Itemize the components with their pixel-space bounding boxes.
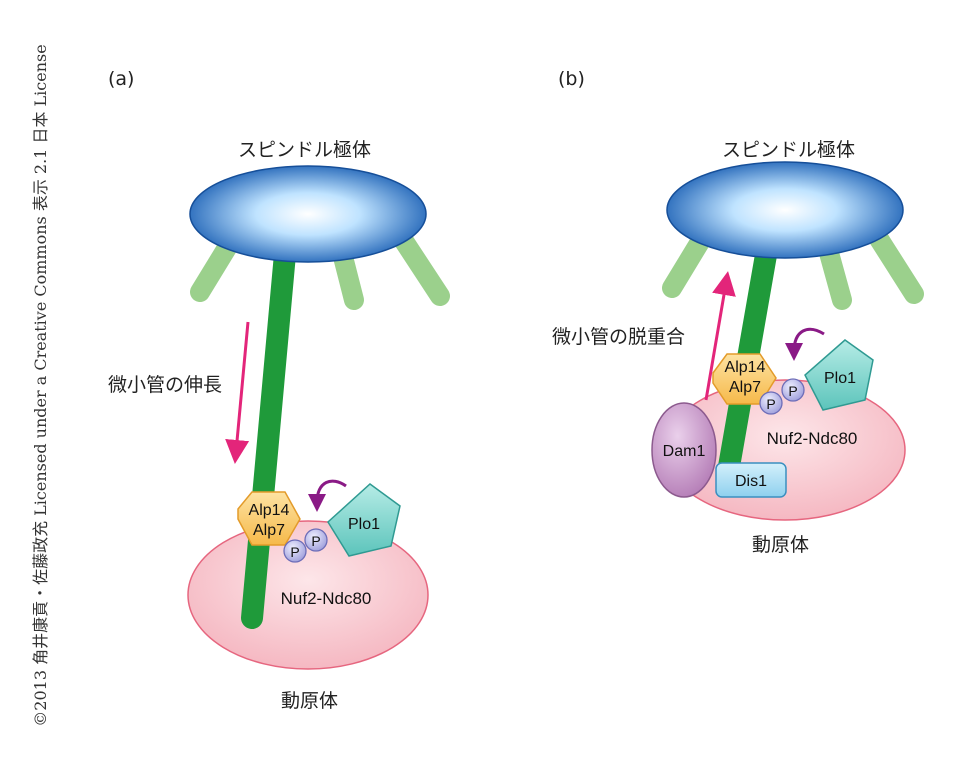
alp7-label: Alp7 — [253, 522, 285, 539]
dis1-label: Dis1 — [735, 473, 767, 490]
polymerization-arrow — [225, 321, 250, 464]
alp14-label: Alp14 — [249, 502, 290, 519]
spindle-pole-label: スピンドル極体 — [722, 139, 856, 161]
astral-microtubule — [388, 222, 450, 306]
phosphate-circle — [283, 539, 307, 563]
phosphate-circle — [781, 378, 805, 402]
dis1-protein — [715, 462, 787, 498]
alp14-label: Alp14 — [725, 359, 766, 376]
microtubule-growth-label: 微小管の伸長 — [108, 374, 223, 396]
phosphorylation-arrow — [308, 479, 347, 512]
dam1-protein — [651, 402, 717, 498]
ndc80-label: Nuf2-Ndc80 — [767, 429, 858, 448]
panel-b: Dam1 Dis1 Plo1 Alp14 Alp7 P P Nuf2-Ndc80 — [651, 161, 924, 521]
phosphorylation-arrow — [785, 328, 825, 361]
panel-b-label: (b) — [558, 68, 585, 90]
phosphate-circle — [304, 528, 328, 552]
kinetochore-label: 動原体 — [281, 690, 339, 712]
alp14-alp7-complex — [237, 491, 301, 546]
phosphate-label: P — [290, 544, 299, 560]
spindle-pole-body — [666, 161, 904, 259]
panel-a: Plo1 Alp14 Alp7 P P Nuf2-Ndc80 — [187, 165, 450, 670]
phosphate-label: P — [766, 396, 775, 412]
depolymerization-arrow — [704, 271, 736, 401]
alp14-alp7-complex — [712, 353, 777, 405]
panel-a-label: (a) — [108, 68, 135, 90]
plo1-protein — [327, 483, 401, 557]
ndc80-label: Nuf2-Ndc80 — [281, 589, 372, 608]
phosphate-label: P — [788, 383, 797, 399]
plo1-protein — [804, 339, 874, 411]
microtubule-shrink-label: 微小管の脱重合 — [552, 326, 686, 348]
plo1-label: Plo1 — [824, 370, 856, 387]
phosphate-label: P — [311, 533, 320, 549]
plo1-label: Plo1 — [348, 516, 380, 533]
phosphate-circle — [759, 391, 783, 415]
spindle-pole-label: スピンドル極体 — [238, 139, 372, 161]
spindle-pole-body — [189, 165, 427, 263]
dam1-label: Dam1 — [663, 443, 706, 460]
kinetochore-label: 動原体 — [752, 534, 810, 556]
alp7-label: Alp7 — [729, 379, 761, 396]
kinetochore-microtubule — [241, 221, 298, 629]
